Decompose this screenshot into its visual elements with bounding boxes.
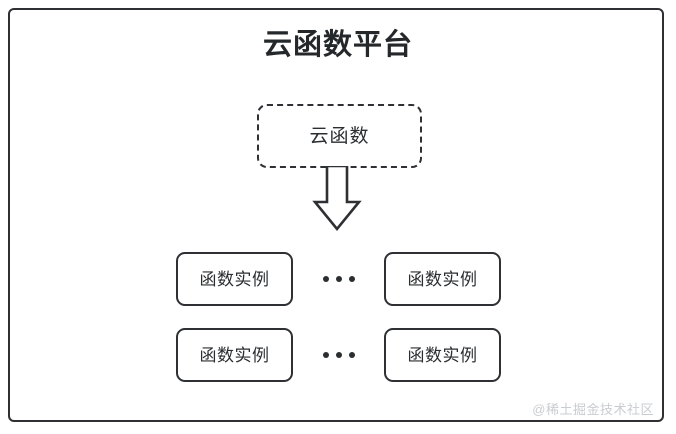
cloud-function-label: 云函数 — [309, 125, 370, 147]
function-instance-box: 函数实例 — [176, 328, 293, 382]
function-instance-label: 函数实例 — [199, 345, 270, 365]
instance-row: 函数实例 函数实例 — [176, 252, 501, 306]
ellipsis-dot — [348, 276, 355, 282]
ellipsis-icon — [322, 328, 355, 382]
function-instance-box: 函数实例 — [384, 252, 501, 306]
platform-title: 云函数平台 — [262, 29, 413, 61]
function-instance-label: 函数实例 — [407, 269, 478, 289]
ellipsis-icon — [322, 252, 355, 306]
instance-row: 函数实例 函数实例 — [176, 328, 501, 382]
down-block-arrow-icon — [311, 166, 363, 232]
ellipsis-dot — [322, 352, 329, 358]
ellipsis-dot — [335, 276, 342, 282]
ellipsis-dot — [348, 352, 355, 358]
cloud-function-node: 云函数 — [257, 104, 422, 168]
ellipsis-dot — [335, 352, 342, 358]
function-instance-box: 函数实例 — [384, 328, 501, 382]
source-watermark: @稀土掘金技术社区 — [532, 402, 654, 417]
ellipsis-dot — [322, 276, 329, 282]
function-instance-box: 函数实例 — [176, 252, 293, 306]
function-instance-label: 函数实例 — [407, 345, 478, 365]
function-instance-label: 函数实例 — [199, 269, 270, 289]
